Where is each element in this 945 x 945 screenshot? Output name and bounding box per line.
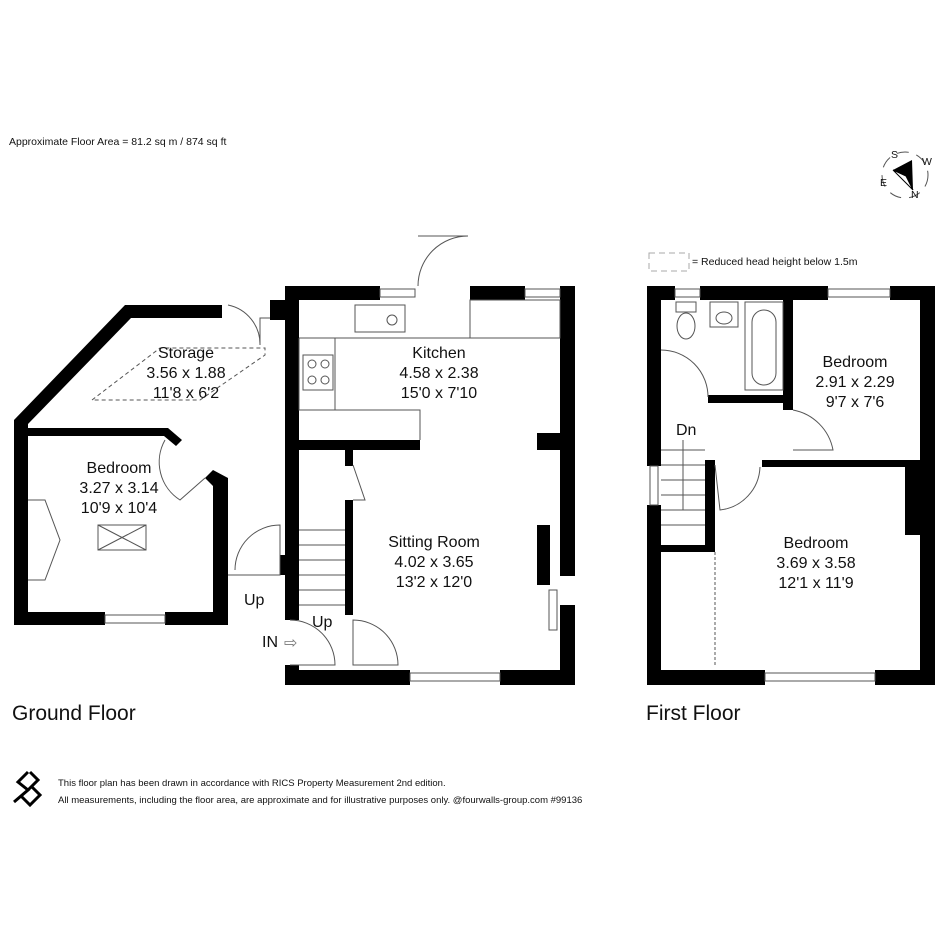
room-sitting-room: Sitting Room 4.02 x 3.65 13'2 x 12'0 [388, 533, 480, 593]
compass-s: S [891, 149, 899, 161]
room-imperial: 10'9 x 10'4 [80, 500, 158, 517]
compass-w: W [922, 156, 932, 168]
room-name: Bedroom [86, 460, 152, 477]
room-imperial: 13'2 x 12'0 [395, 574, 473, 591]
footer-line-2: All measurements, including the floor ar… [58, 795, 583, 806]
stairs-up-label: Up [244, 592, 265, 609]
stairs-down-label: Dn [676, 422, 697, 439]
room-bedroom-large: Bedroom 3.69 x 3.58 12'1 x 11'9 [776, 534, 855, 594]
stairs-up-label: Up [312, 614, 333, 631]
first-floor-walls [647, 286, 935, 685]
room-name: Kitchen [412, 345, 466, 362]
compass-n: N [911, 189, 919, 201]
floor-area-text: Approximate Floor Area = 81.2 sq m / 874… [9, 136, 227, 148]
room-name: Sitting Room [388, 534, 480, 551]
room-name: Bedroom [783, 535, 849, 552]
room-name: Storage [157, 345, 215, 362]
compass-e: E [880, 177, 888, 189]
room-imperial: 9'7 x 7'6 [825, 394, 885, 411]
reduced-height-legend-swatch [648, 252, 690, 272]
room-metric: 2.91 x 2.29 [815, 374, 895, 391]
room-imperial: 15'0 x 7'10 [400, 385, 478, 402]
room-imperial: 11'8 x 6'2 [152, 385, 220, 402]
room-metric: 3.56 x 1.88 [146, 365, 226, 382]
room-bedroom-ground: Bedroom 3.27 x 3.14 10'9 x 10'4 [79, 459, 158, 519]
ground-floor-fittings [28, 235, 561, 682]
room-storage: Storage 3.56 x 1.88 11'8 x 6'2 [146, 344, 225, 404]
ground-floor-label: Ground Floor [12, 702, 136, 725]
compass-icon [881, 151, 929, 199]
fourwalls-logo-icon [13, 770, 43, 808]
room-metric: 3.27 x 3.14 [79, 480, 159, 497]
footer-line-1: This floor plan has been drawn in accord… [58, 778, 446, 789]
room-metric: 4.58 x 2.38 [399, 365, 479, 382]
legend-text: = Reduced head height below 1.5m [692, 256, 858, 268]
entrance-label: IN [262, 634, 278, 651]
room-metric: 3.69 x 3.58 [776, 555, 856, 572]
room-kitchen: Kitchen 4.58 x 2.38 15'0 x 7'10 [399, 344, 478, 404]
ground-floor-walls [14, 286, 575, 685]
room-name: Bedroom [822, 354, 888, 371]
first-floor-fittings [649, 288, 891, 682]
room-metric: 4.02 x 3.65 [394, 554, 474, 571]
entrance-arrow-icon: ⇨ [284, 635, 298, 652]
first-floor-label: First Floor [646, 702, 741, 725]
room-imperial: 12'1 x 11'9 [778, 575, 854, 592]
room-bedroom-small: Bedroom 2.91 x 2.29 9'7 x 7'6 [815, 353, 894, 413]
